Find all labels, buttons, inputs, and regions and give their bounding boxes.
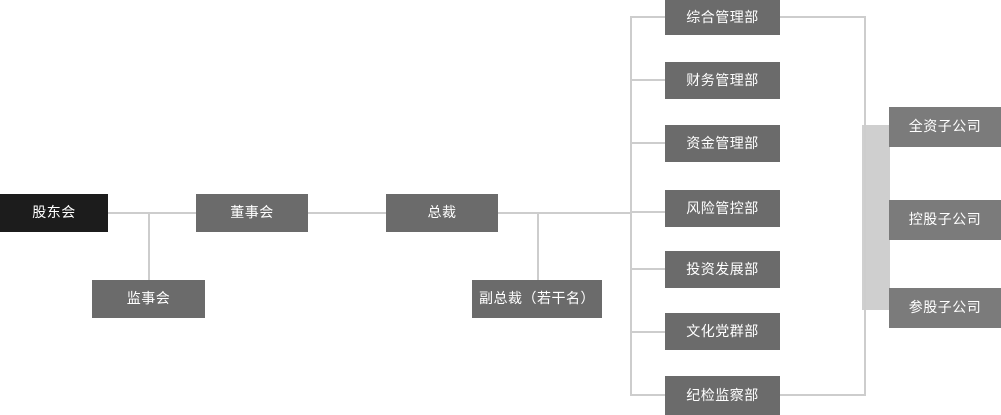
department-spine <box>630 17 632 395</box>
connector-spine-to-dept-1 <box>630 16 666 18</box>
connector-trunk-to-vice-president <box>537 212 539 280</box>
node-sub-wholly-owned[interactable]: 全资子公司 <box>889 107 1001 147</box>
node-dept-investment-development[interactable]: 投资发展部 <box>665 251 780 288</box>
connector-dept-7-to-subsidiary-spine <box>780 394 866 396</box>
node-dept-risk-control[interactable]: 风险管控部 <box>665 190 780 227</box>
connector-dept-1-to-subsidiary-spine <box>780 16 866 18</box>
node-dept-general-management[interactable]: 综合管理部 <box>665 0 780 35</box>
connector-spine-to-dept-7 <box>630 394 666 396</box>
connector-shareholders-to-board <box>108 212 196 214</box>
connector-spine-to-dept-2 <box>630 79 666 81</box>
node-dept-financial-management[interactable]: 财务管理部 <box>665 62 780 99</box>
node-sub-holding[interactable]: 控股子公司 <box>889 200 1001 240</box>
node-vice-president[interactable]: 副总裁（若干名） <box>472 280 602 318</box>
connector-spine-to-dept-6 <box>630 331 666 333</box>
node-dept-discipline-inspection[interactable]: 纪检监察部 <box>665 376 780 415</box>
connector-president-to-departments <box>498 212 631 214</box>
connector-spine-to-dept-4 <box>630 211 666 213</box>
node-supervisors[interactable]: 监事会 <box>92 280 205 318</box>
node-sub-participating[interactable]: 参股子公司 <box>889 288 1001 328</box>
connector-spine-to-dept-5 <box>630 268 666 270</box>
connector-trunk-to-supervisors <box>148 212 150 280</box>
node-shareholders[interactable]: 股东会 <box>0 194 108 232</box>
node-president[interactable]: 总裁 <box>386 194 498 232</box>
subsidiary-group-band <box>862 125 890 310</box>
node-dept-fund-management[interactable]: 资金管理部 <box>665 125 780 162</box>
connector-spine-to-dept-3 <box>630 142 666 144</box>
node-board-of-directors[interactable]: 董事会 <box>196 194 308 232</box>
node-dept-culture-party[interactable]: 文化党群部 <box>665 313 780 350</box>
subsidiary-spine <box>864 16 866 396</box>
connector-board-to-president <box>308 212 386 214</box>
